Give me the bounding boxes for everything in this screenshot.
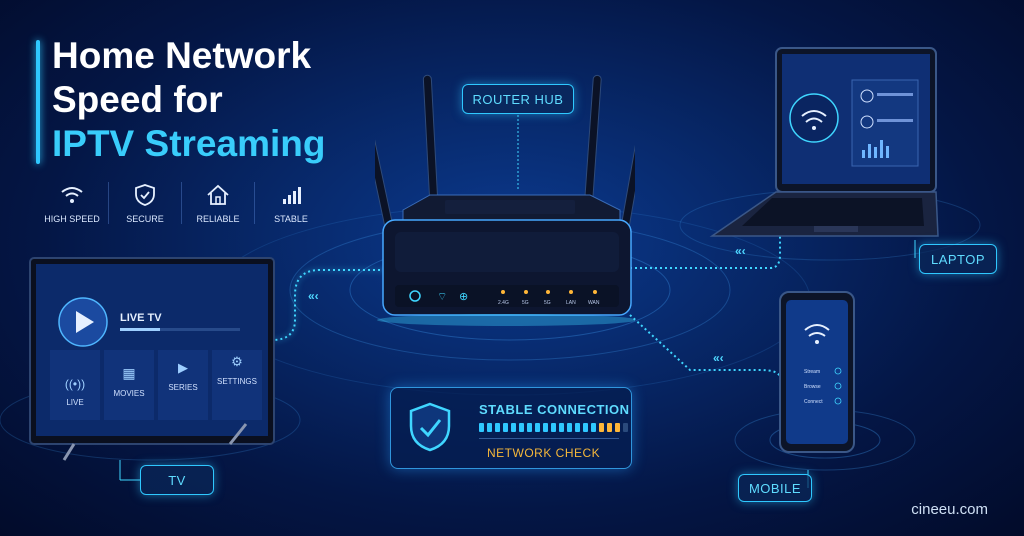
mobile-illustration: Stream Browse Connect xyxy=(779,291,855,453)
router-base-glow xyxy=(377,314,635,326)
feature-stable: STABLE xyxy=(255,182,327,224)
laptop-label: LAPTOP xyxy=(919,244,997,274)
led-light xyxy=(501,290,505,294)
check-icon xyxy=(834,367,842,375)
tv-menu-tile xyxy=(104,350,154,420)
router-led-label: WAN xyxy=(588,300,600,306)
title-line-2: Speed for xyxy=(52,79,223,120)
signal-bars-icon xyxy=(283,187,301,204)
tv-stand-leg xyxy=(62,443,76,461)
tv-illustration: LIVE TV LIVE MOVIES SERIES SETTINGS ((•)… xyxy=(29,257,275,461)
tv-label: TV xyxy=(140,465,214,495)
tv-menu-label: SERIES xyxy=(168,383,197,392)
router-led-label: 2.4G xyxy=(498,300,509,306)
led-light xyxy=(524,290,528,294)
router-led-label: LAN xyxy=(566,300,576,306)
shield-check-icon xyxy=(409,402,451,452)
watermark: cineeu.com xyxy=(911,501,988,518)
router-vents xyxy=(445,200,575,214)
shield-icon xyxy=(135,184,155,206)
film-icon: ▦ xyxy=(122,365,135,381)
router-front-panel xyxy=(395,285,619,307)
globe-icon xyxy=(860,115,874,129)
router-illustration: ⌔ ⊕ 2.4G 5G 5G LAN WAN xyxy=(375,74,635,326)
tv-menu-tile xyxy=(212,350,262,420)
status-title: STABLE CONNECTION xyxy=(479,402,630,417)
series-icon: ▶ xyxy=(178,360,188,375)
feature-secure: SECURE xyxy=(109,182,182,224)
connection-status-panel: STABLE CONNECTION NETWORK CHECK xyxy=(390,387,632,469)
wifi-status-icon: ⌔ xyxy=(437,291,447,303)
phone-menu-label: Browse xyxy=(804,384,821,390)
feature-label: STABLE xyxy=(274,214,308,224)
phone-menu-label: Stream xyxy=(804,369,820,375)
gear-icon: ⚙ xyxy=(231,354,243,369)
phone-screen xyxy=(786,300,848,444)
svg-text:«‹: «‹ xyxy=(308,289,319,303)
tv-menu-label: SETTINGS xyxy=(217,377,257,386)
led-light xyxy=(546,290,550,294)
feature-list: HIGH SPEED SECURE RELIABLE STABLE xyxy=(36,182,327,224)
wifi-icon xyxy=(61,187,83,203)
playback-progress xyxy=(120,328,160,331)
tv-menu-label: LIVE xyxy=(66,398,83,407)
power-icon xyxy=(409,290,421,302)
status-divider xyxy=(479,438,619,439)
mobile-label: MOBILE xyxy=(738,474,812,502)
tv-menu-label: MOVIES xyxy=(113,389,144,398)
broadcast-icon: ((•)) xyxy=(65,377,85,391)
laptop-keyboard xyxy=(742,198,924,226)
title-accent-bar xyxy=(36,40,40,164)
phone-wifi-icon xyxy=(815,340,819,344)
router-led-label: 5G xyxy=(522,300,529,306)
title-line-1: Home Network xyxy=(52,35,312,76)
svg-text:«‹: «‹ xyxy=(735,244,746,258)
connection-strength-meter xyxy=(479,423,628,432)
laptop-trackpad xyxy=(814,226,858,232)
led-light xyxy=(569,290,573,294)
title-line-3: IPTV Streaming xyxy=(52,123,326,164)
page-title: Home Network Speed for IPTV Streaming xyxy=(52,34,325,166)
bar-chart-icon xyxy=(862,140,889,158)
tv-menu-tile xyxy=(50,350,100,420)
router-led-label: 5G xyxy=(544,300,551,306)
svg-text:«‹: «‹ xyxy=(713,351,724,365)
status-subtitle: NETWORK CHECK xyxy=(487,446,601,460)
led-light xyxy=(593,290,597,294)
check-icon xyxy=(834,397,842,405)
feature-label: RELIABLE xyxy=(196,214,240,224)
feature-label: SECURE xyxy=(126,214,164,224)
feature-high-speed: HIGH SPEED xyxy=(36,182,109,224)
laptop-illustration xyxy=(709,47,939,237)
home-icon xyxy=(207,184,229,205)
tv-stand-leg xyxy=(228,423,248,445)
check-icon xyxy=(834,382,842,390)
globe-icon: ⊕ xyxy=(459,291,468,303)
phone-menu-label: Connect xyxy=(804,399,823,405)
router-hub-label: ROUTER HUB xyxy=(462,84,574,114)
tv-screen-title: LIVE TV xyxy=(120,312,162,324)
user-icon xyxy=(860,89,874,103)
feature-reliable: RELIABLE xyxy=(182,182,255,224)
feature-label: HIGH SPEED xyxy=(44,214,100,224)
tv-menu-tile xyxy=(158,350,208,420)
